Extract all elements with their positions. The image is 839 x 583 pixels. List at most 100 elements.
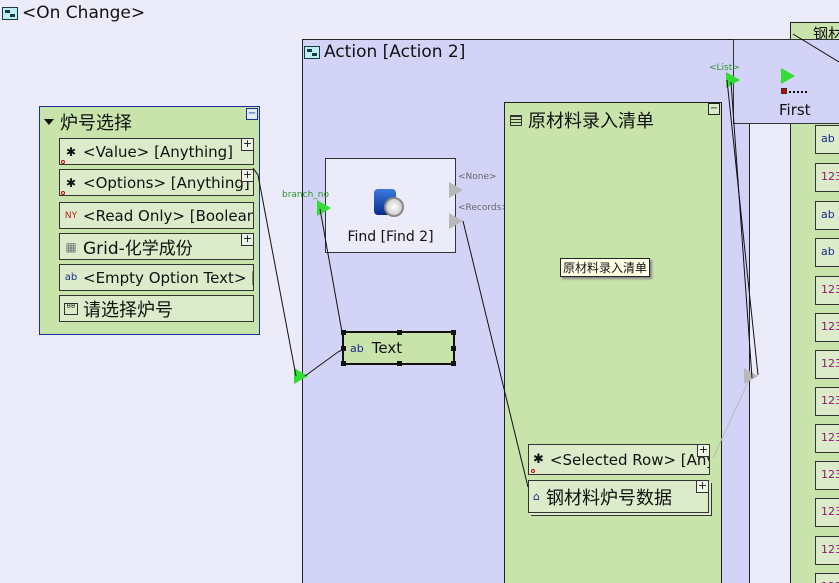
number-type-icon: 123 xyxy=(821,394,839,407)
text-type-icon: ab xyxy=(821,208,835,221)
number-type-icon: 123 xyxy=(821,431,839,444)
dropdown-group[interactable]: 炉号选择 − ✱ <Value> [Anything] + ✱ <Options… xyxy=(39,106,260,335)
list-item[interactable]: ab xyxy=(815,125,839,154)
table-icon xyxy=(510,114,522,126)
resize-handle[interactable] xyxy=(451,330,456,335)
field-empty-option-text[interactable]: ab <Empty Option Text> [Te xyxy=(59,264,254,291)
expand-button[interactable]: + xyxy=(697,444,709,457)
event-title-text: <On Change> xyxy=(22,3,146,23)
collapse-button[interactable]: − xyxy=(708,103,720,115)
list-item[interactable]: 123 xyxy=(815,536,839,565)
action-icon xyxy=(304,45,320,59)
resize-handle[interactable] xyxy=(397,330,402,335)
panel-title: 原材料录入清单 xyxy=(510,107,654,133)
list-item[interactable]: 123 xyxy=(815,163,839,192)
list-item[interactable]: 123 xyxy=(815,387,839,416)
text-node-label: Text xyxy=(371,339,403,357)
expand-triangle-icon[interactable] xyxy=(44,119,54,125)
port-label-branch-no: branch_no xyxy=(282,190,329,200)
list-item[interactable]: 123 xyxy=(815,424,839,453)
resize-handle[interactable] xyxy=(451,346,456,351)
field-label: <Value> [Anything] xyxy=(83,142,234,161)
selected-row-label: <Selected Row> [Anyt xyxy=(549,450,710,469)
expand-button[interactable]: + xyxy=(241,169,253,182)
collapse-button[interactable]: − xyxy=(246,108,258,120)
list-item[interactable]: 123 xyxy=(815,313,839,342)
list-item[interactable]: 123 xyxy=(815,350,839,379)
asterisk-icon: ✱ xyxy=(533,452,544,467)
group-title[interactable]: 炉号选择 xyxy=(44,109,132,135)
dotted-line xyxy=(789,91,807,93)
number-type-icon: 123 xyxy=(821,170,839,183)
port-label-none: <None> xyxy=(458,172,497,182)
field-label: 请选择炉号 xyxy=(83,299,173,321)
required-icon xyxy=(61,160,65,164)
list-item[interactable]: 123 xyxy=(815,461,839,490)
action-input-port[interactable] xyxy=(294,368,308,384)
asterisk-icon: ✱ xyxy=(65,144,77,159)
list-item[interactable]: 123 xyxy=(815,573,839,583)
field-placeholder-label[interactable]: ᴮᴮ 请选择炉号 xyxy=(59,295,254,322)
first-node[interactable]: First xyxy=(733,39,839,124)
expand-button[interactable]: + xyxy=(241,138,253,151)
action-title: Action [Action 2] xyxy=(304,42,465,62)
text-node[interactable]: ab Text xyxy=(341,330,456,366)
find-node-label: Find [Find 2] xyxy=(347,229,434,245)
list-item[interactable]: ab xyxy=(815,201,839,230)
resize-handle[interactable] xyxy=(341,330,346,335)
number-type-icon: 123 xyxy=(821,505,839,518)
text-type-icon: ab xyxy=(821,245,835,258)
expand-button[interactable]: + xyxy=(241,233,253,246)
port-label-records: <Records> xyxy=(458,203,509,213)
panel-title-text: 原材料录入清单 xyxy=(528,111,654,132)
text-type-icon: ab xyxy=(64,272,78,283)
port-label-list: <List> xyxy=(709,63,740,73)
play-icon xyxy=(781,68,795,84)
field-value[interactable]: ✱ <Value> [Anything] + xyxy=(59,138,254,165)
grid-icon: ▦ xyxy=(65,239,77,254)
field-read-only[interactable]: NY <Read Only> [Boolean] xyxy=(59,202,254,229)
tooltip: 原材料录入清单 xyxy=(560,258,651,277)
event-title: <On Change> xyxy=(2,3,145,23)
input-port-branch-no[interactable] xyxy=(317,200,331,216)
find-node[interactable]: Find [Find 2] xyxy=(325,158,456,253)
first-node-label: First xyxy=(779,101,811,119)
field-grid[interactable]: ▦ Grid-化学成份 + xyxy=(59,233,254,260)
number-type-icon: 123 xyxy=(821,580,839,583)
number-type-icon: 123 xyxy=(821,357,839,370)
text-type-icon: ab xyxy=(821,132,835,145)
steel-data-field[interactable]: ⌂ 钢材料炉号数据 + xyxy=(528,480,709,513)
boolean-icon: NY xyxy=(64,210,78,221)
asterisk-icon: ✱ xyxy=(65,175,77,190)
input-port-list[interactable] xyxy=(726,72,740,88)
list-item[interactable]: ab xyxy=(815,238,839,267)
action-title-text: Action [Action 2] xyxy=(324,42,466,62)
output-port-panel[interactable] xyxy=(744,368,758,384)
selected-row-field[interactable]: ✱ <Selected Row> [Anyt + xyxy=(528,444,710,475)
field-options[interactable]: ✱ <Options> [Anything] + xyxy=(59,169,254,196)
expand-button[interactable]: + xyxy=(696,479,708,493)
output-port-none[interactable] xyxy=(449,182,463,198)
list-item[interactable]: 123 xyxy=(815,276,839,305)
right-group[interactable]: ab 123 ab ab 123 123 123 123 123 123 123… xyxy=(790,120,839,583)
field-label: <Options> [Anything] xyxy=(83,173,250,192)
stop-icon xyxy=(781,88,787,94)
text-type-icon: ab xyxy=(350,341,364,355)
resize-handle[interactable] xyxy=(451,361,456,366)
resize-handle[interactable] xyxy=(397,361,402,366)
label-icon: ᴮᴮ xyxy=(64,302,78,315)
required-icon xyxy=(531,469,535,473)
action-icon xyxy=(2,6,18,20)
output-port-records[interactable] xyxy=(449,213,463,229)
magnifier-icon xyxy=(384,197,404,217)
field-label: <Read Only> [Boolean] xyxy=(83,206,254,225)
steel-data-label: 钢材料炉号数据 xyxy=(545,487,672,509)
resize-handle[interactable] xyxy=(341,361,346,366)
field-label: Grid-化学成份 xyxy=(83,239,193,259)
list-item[interactable]: 123 xyxy=(815,498,839,527)
group-title-text: 炉号选择 xyxy=(60,113,132,134)
number-type-icon: 123 xyxy=(821,320,839,333)
number-type-icon: 123 xyxy=(821,468,839,481)
database-icon: ⌂ xyxy=(533,490,540,503)
resize-handle[interactable] xyxy=(341,346,346,351)
